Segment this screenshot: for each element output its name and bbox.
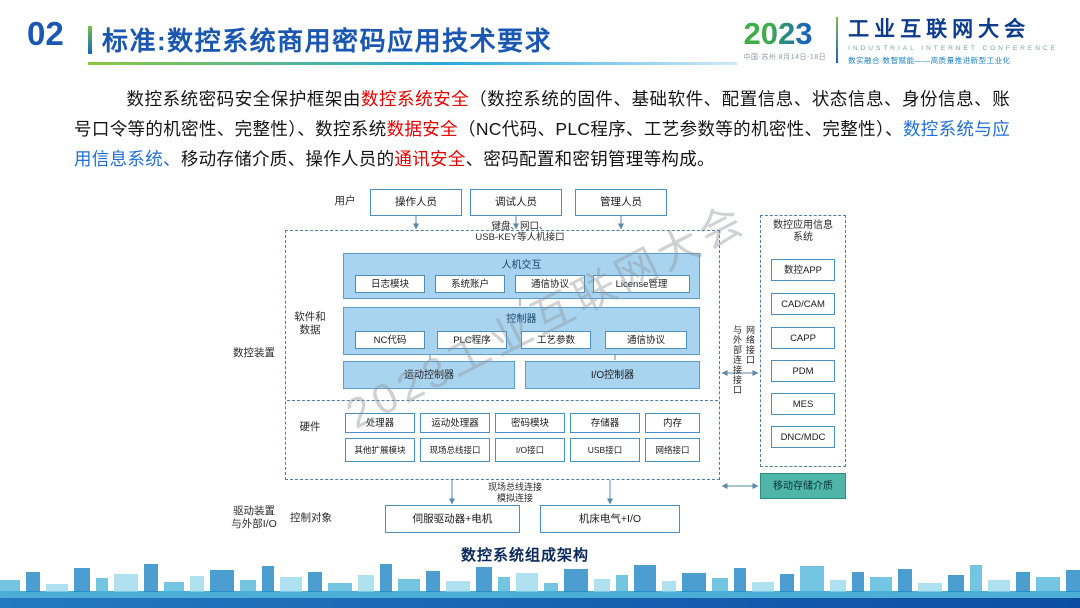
analog-connection-note: 模拟连接 [496,493,533,503]
hw-fieldbus-interface: 现场总线接口 [420,438,490,462]
para-segment: 数控系统密码安全保护框架由 [126,89,361,109]
skyline-decoration [0,564,1080,598]
control-target-label: 控制对象 [290,512,332,524]
hw-io-interface: I/O接口 [495,438,565,462]
architecture-diagram: 用户 操作人员 调试人员 管理人员 键盘、网口、 USB-KEY等人机接口 数控… [225,183,850,545]
user-box-operator: 操作人员 [370,189,462,216]
external-interface-note-line1: 网络接口 [745,325,755,365]
hmi-item-protocol: 通信协议 [515,275,585,293]
user-box-manager: 管理人员 [575,189,667,216]
hmi-interface-note: 键盘、网口、 USB-KEY等人机接口 [447,221,593,243]
para-segment-highlight: 通讯安全 [394,149,466,169]
header-accent-bar [88,26,92,54]
app-item-cnc-app: 数控APP [771,259,835,281]
cnc-device-frame [285,230,720,480]
mobile-storage-box: 移动存储介质 [760,473,846,499]
conference-logo: 2023 中国·苏州 8月14日-18日 工业互联网大会 INDUSTRIAL … [744,13,1058,66]
para-segment: 、密码配置和密钥管理等构成。 [465,149,715,169]
para-segment: （数控系统的固件、基础软件、配置信息、状态信息、身份信息、账号口令等的机密性、完… [74,89,1011,139]
logo-name: 工业互联网大会 [848,18,1031,41]
machine-electric-box: 机床电气+I/O [540,505,680,533]
software-hardware-divider [287,400,718,401]
hw-processor: 处理器 [345,413,415,433]
kernel-panel-title: 控制器 [506,314,537,325]
hmi-item-log: 日志模块 [355,275,425,293]
hw-storage: 存储器 [570,413,640,433]
app-item-dnc-mdc: DNC/MDC [771,426,835,448]
logo-tagline: 数实融合 数智赋能——高质量推进新型工业化 [848,56,1011,65]
hmi-item-license: License管理 [593,275,690,293]
fieldbus-connection-note: 现场总线连接 [487,482,542,492]
bottom-bar [0,598,1080,608]
app-item-mes: MES [771,393,835,415]
app-item-capp: CAPP [771,327,835,349]
logo-venue: 中国·苏州 8月14日-18日 [743,53,827,61]
para-segment-highlight: 数据安全 [386,119,459,139]
hmi-interface-note-line1: 键盘、网口、 [491,221,549,232]
logo-right: 工业互联网大会 INDUSTRIAL INTERNET CONFERENCE 数… [848,13,1058,66]
hw-motion-processor: 运动处理器 [420,413,490,433]
para-segment: 移动存储介质、操作人员的 [180,149,395,169]
para-segment-highlight: 数控系统安全 [360,89,470,109]
kernel-item-plc: PLC程序 [437,331,507,349]
user-box-debugger: 调试人员 [470,189,562,216]
hardware-label: 硬件 [299,421,321,433]
drive-device-label-line2: 与外部I/O [231,518,277,530]
connector-lines [413,216,759,505]
cnc-device-label: 数控装置 [233,347,275,359]
drive-device-label-line1: 驱动装置 [233,505,275,517]
page-title: 标准:数控系统商用密码应用技术要求 [102,26,553,56]
software-data-label: 软件和数据 [294,311,326,336]
header-underline [88,62,737,65]
hmi-panel-title: 人机交互 [501,260,542,271]
external-interface-note: 网络接口 与外部连接接口 [726,325,756,445]
logo-left: 2023 中国·苏州 8月14日-18日 [743,17,827,62]
section-number: 02 [27,15,64,52]
logo-divider [836,16,839,63]
motion-controller-box: 运动控制器 [343,361,515,389]
kernel-item-process-params: 工艺参数 [521,331,591,349]
io-controller-box: I/O控制器 [525,361,700,389]
logo-year: 2023 [744,17,827,50]
external-interface-note-line2: 与外部连接接口 [732,325,742,395]
users-label: 用户 [334,195,356,207]
logo-name-en: INDUSTRIAL INTERNET CONFERENCE [848,45,1058,52]
hw-crypto-module: 密码模块 [495,413,565,433]
app-system-title-line2: 系统 [793,232,813,243]
body-paragraph: 数控系统密码安全保护框架由数控系统安全（数控系统的固件、基础软件、配置信息、状态… [74,84,1010,174]
app-item-pdm: PDM [771,360,835,382]
hw-memory: 内存 [645,413,700,433]
kernel-item-nc-code: NC代码 [355,331,425,349]
hmi-item-account: 系统账户 [435,275,505,293]
app-item-cad-cam: CAD/CAM [771,293,835,315]
hw-expansion-modules: 其他扩展模块 [345,438,415,462]
hw-usb-interface: USB接口 [570,438,640,462]
servo-drive-box: 伺服驱动器+电机 [385,505,520,533]
hmi-interface-note-line2: USB-KEY等人机接口 [475,232,565,243]
kernel-item-protocol: 通信协议 [605,331,687,349]
hw-network-interface: 网络接口 [645,438,700,462]
para-segment-highlight: 数控系统与应用信息系统、 [74,119,1010,169]
app-system-title: 数控应用信息 系统 [760,220,846,244]
app-system-frame [760,215,846,467]
para-segment: （NC代码、PLC程序、工艺参数等的机密性、完整性）、 [458,119,903,139]
drive-device-label: 驱动装置 与外部I/O [225,505,283,531]
diagram-caption: 数控系统组成架构 [460,547,589,564]
app-system-title-line1: 数控应用信息 [773,220,833,231]
